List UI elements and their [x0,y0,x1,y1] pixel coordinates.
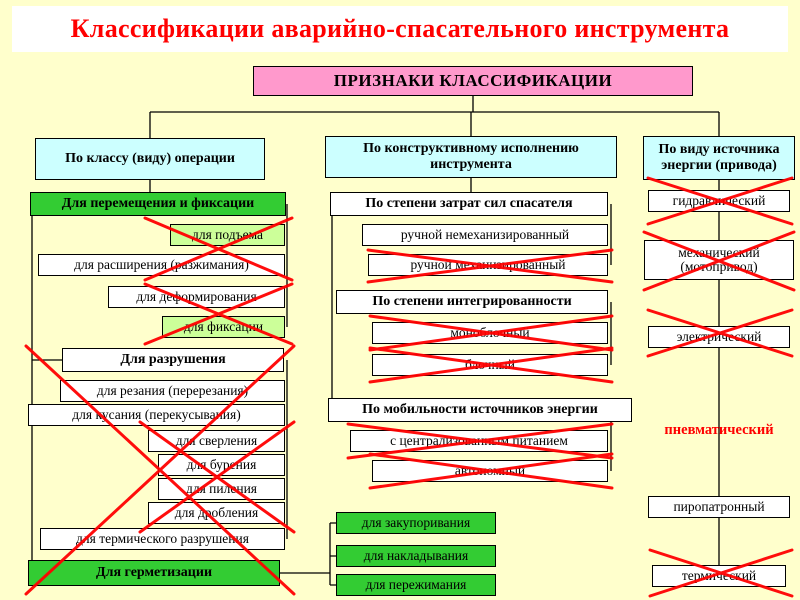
node-centralized-power: с централизованным питанием [350,430,608,452]
node-moving-fixing: Для перемещения и фиксации [30,192,286,216]
node-boring: для бурения [158,454,285,476]
node-integration-degree: По степени интегрированности [336,290,608,314]
node-block: блочный [372,354,608,376]
node-sawing: для пиления [158,478,285,500]
node-mechanical: механический (мотопривод) [644,240,794,280]
node-thermal-destruction: для термического разрушения [40,528,285,550]
column-header-operation-class-label: По классу (виду) операции [65,150,235,166]
node-autonomous: автономный [372,460,608,482]
node-hydraulic: гидравлический [648,190,790,212]
node-thermal: термический [652,565,786,587]
node-deforming: для деформирования [108,286,285,308]
node-energy-mobility: По мобильности источников энергии [328,398,632,422]
title-bar: Классификации аварийно-спасательного инс… [12,6,788,52]
node-sealing: Для герметизации [28,560,280,586]
column-header-energy-source: По виду источника энергии (привода) [643,136,795,180]
node-overlaying: для накладывания [336,545,496,567]
node-monoblock: моноблочный [372,322,608,344]
node-cutting: для резания (перерезания) [60,380,285,402]
node-hand-nonmechanized: ручной немеханизированный [362,224,608,246]
column-header-operation-class: По классу (виду) операции [35,138,265,180]
node-destruction: Для разрушения [62,348,284,372]
node-biting: для кусания (перекусывания) [28,404,285,426]
node-clamping: для пережимания [336,574,496,596]
node-pneumatic: пневматический [664,422,774,439]
node-pyrocartridge: пиропатронный [648,496,790,518]
node-lifting: для подъема [170,224,285,246]
node-effort-degree: По степени затрат сил спасателя [330,192,608,216]
column-header-design: По конструктивному исполнению инструмент… [325,136,617,178]
root-node-classification-signs: ПРИЗНАКИ КЛАССИФИКАЦИИ [253,66,693,96]
node-electric: электрический [648,326,790,348]
slide-title: Классификации аварийно-спасательного инс… [70,14,730,43]
node-hand-mechanized: ручной механизированный [368,254,608,276]
node-fixing: для фиксации [162,316,285,338]
node-crushing: для дробления [148,502,285,524]
node-plugging: для закупоривания [336,512,496,534]
node-drilling: для сверления [148,430,285,452]
node-expanding: для расширения (разжимания) [38,254,285,276]
